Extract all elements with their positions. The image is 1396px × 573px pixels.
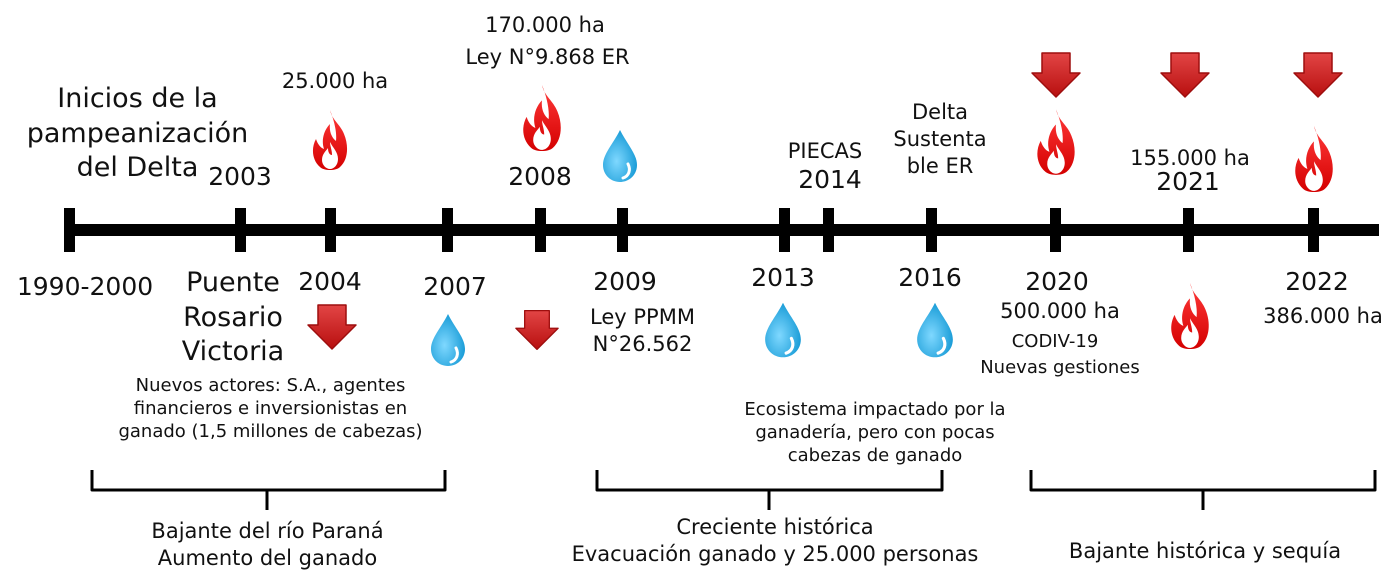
timeline-tick bbox=[64, 208, 75, 252]
event-area-2021: 155.000 ha bbox=[1130, 146, 1250, 170]
water-drop-icon bbox=[762, 300, 804, 360]
event-law-2009: Ley PPMM N°26.562 bbox=[590, 305, 695, 356]
event-text-2003: Puente Rosario Victoria bbox=[181, 267, 285, 368]
event-year-1990: 1990-2000 bbox=[16, 272, 154, 301]
note-nuevos-actores: Nuevos actores: S.A., agentes financiero… bbox=[118, 375, 423, 443]
timeline-tick bbox=[926, 208, 937, 252]
water-drop-icon bbox=[600, 126, 640, 186]
event-note-2020: Nuevas gestiones bbox=[980, 357, 1140, 378]
down-arrow-icon bbox=[1158, 50, 1212, 100]
event-area-2022: 386.000 ha bbox=[1263, 304, 1383, 328]
event-area-2004: 25.000 ha bbox=[281, 69, 389, 93]
fire-icon bbox=[1292, 122, 1336, 196]
fire-icon bbox=[520, 82, 564, 154]
period-label-3: Bajante histórica y sequía bbox=[1068, 539, 1342, 563]
timeline-tick bbox=[1183, 208, 1194, 252]
timeline-tick bbox=[1308, 208, 1319, 252]
event-year-2016: 2016 bbox=[898, 263, 962, 292]
brace-period-2 bbox=[595, 470, 944, 510]
period-label-1: Bajante del río Paraná Aumento del ganad… bbox=[151, 519, 384, 570]
timeline-tick bbox=[1050, 208, 1061, 252]
event-year-2004: 2004 bbox=[298, 267, 362, 296]
fire-icon bbox=[1034, 107, 1078, 177]
down-arrow-icon bbox=[513, 308, 561, 352]
timeline-tick bbox=[823, 208, 834, 252]
timeline-tick bbox=[535, 208, 546, 252]
event-year-2022: 2022 bbox=[1285, 267, 1349, 296]
event-year-2009: 2009 bbox=[593, 267, 657, 296]
event-law-2008: Ley N°9.868 ER bbox=[465, 45, 630, 69]
event-year-2020: 2020 bbox=[1025, 267, 1089, 296]
event-year-2008: 2008 bbox=[508, 162, 572, 191]
event-extra-2020: CODIV-19 bbox=[1011, 331, 1099, 352]
event-year-2007: 2007 bbox=[423, 272, 487, 301]
brace-period-1 bbox=[90, 470, 447, 510]
down-arrow-icon bbox=[305, 302, 359, 352]
down-arrow-icon bbox=[1291, 50, 1345, 100]
fire-icon bbox=[310, 108, 350, 172]
down-arrow-icon bbox=[1029, 50, 1083, 100]
brace-period-3 bbox=[1029, 470, 1377, 510]
note-ecosistema: Ecosistema impactado por la ganadería, p… bbox=[744, 399, 1006, 467]
event-year-2014: 2014 bbox=[798, 165, 862, 194]
fire-icon bbox=[1168, 276, 1212, 356]
period-label-2: Creciente histórica Evacuación ganado y … bbox=[571, 515, 979, 566]
event-text-1990: Inicios de la pampeanización del Delta bbox=[26, 83, 249, 184]
timeline-tick bbox=[325, 208, 336, 252]
event-text-2014: PIECAS bbox=[787, 139, 863, 163]
event-area-2008: 170.000 ha bbox=[485, 13, 605, 37]
timeline-tick bbox=[235, 208, 246, 252]
timeline-tick bbox=[779, 208, 790, 252]
timeline-tick bbox=[442, 208, 453, 252]
water-drop-icon bbox=[428, 312, 468, 368]
water-drop-icon bbox=[914, 300, 956, 360]
event-year-2021: 2021 bbox=[1156, 167, 1220, 196]
event-year-2013: 2013 bbox=[751, 263, 815, 292]
event-area-2020: 500.000 ha bbox=[1000, 299, 1120, 323]
timeline-tick bbox=[617, 208, 628, 252]
event-text-2016: Delta Sustenta ble ER bbox=[893, 100, 987, 178]
event-year-2003: 2003 bbox=[208, 162, 272, 191]
